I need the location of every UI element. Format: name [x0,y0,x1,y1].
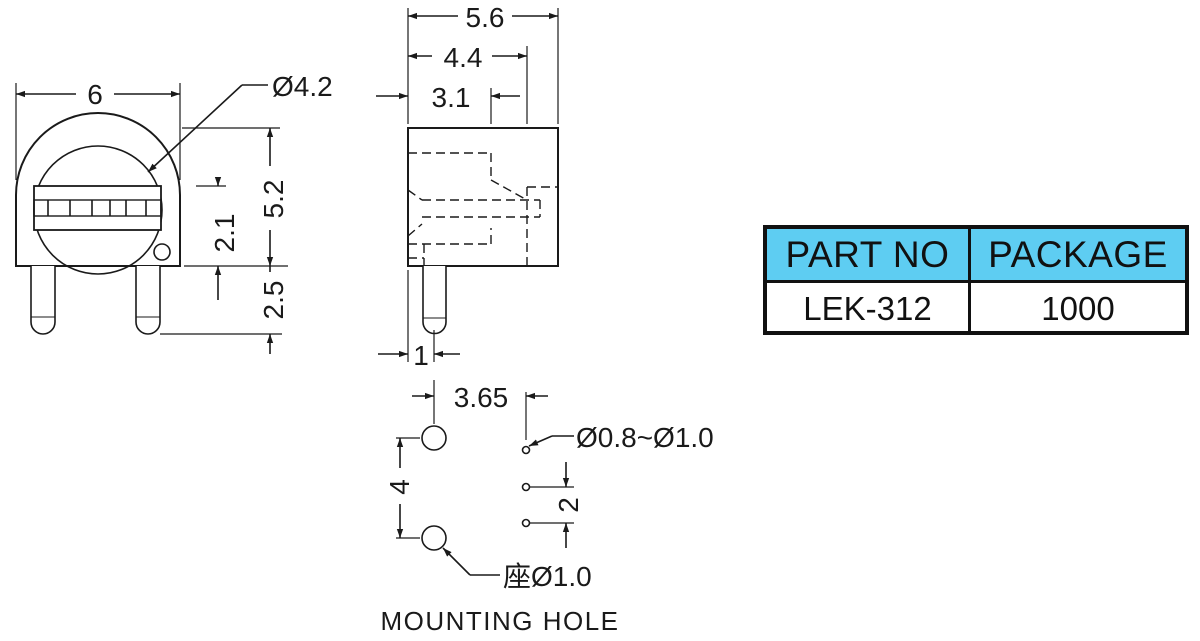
front-pin-right [135,266,161,335]
dim-side-front-depth: 3.1 [432,82,471,113]
front-pin-left [30,266,56,335]
table-row: LEK-312 1000 [767,283,1185,334]
dim-small-pitch: 2 [553,497,584,513]
small-hole-3 [521,518,531,528]
header-part-no: PART NO [767,229,971,280]
small-hole-1 [521,445,531,455]
cell-part-no: LEK-312 [767,283,971,334]
dim-front-width: 6 [87,79,103,110]
dim-front-diameter: Ø4.2 [272,71,333,102]
dim-small-hole: Ø0.8~Ø1.0 [576,422,714,453]
dim-side-total-depth: 5.6 [466,2,505,33]
small-hole-2 [521,482,531,492]
side-pin [422,266,447,335]
side-body-outline [407,127,559,267]
front-slider-bar [33,185,162,231]
dim-front-pin-length: 2.5 [258,281,289,320]
mount-hole-top [421,425,447,451]
front-small-circle [153,243,171,261]
header-package: PACKAGE [988,233,1168,275]
dim-front-body-height: 5.2 [258,180,289,219]
table-header-row: PART NO PACKAGE [767,229,1185,283]
dim-side-mid-depth: 4.4 [444,42,483,73]
dim-seat-hole: 座Ø1.0 [503,561,592,592]
side-view [376,8,559,362]
dim-mount-pitch-y: 4 [384,479,415,495]
mounting-hole-view [396,380,574,576]
mounting-hole-title: MOUNTING HOLE [380,606,619,636]
dim-front-inner-height: 2.1 [209,214,240,253]
front-view [15,83,288,354]
dim-side-pin-offset: 1 [413,340,429,371]
dim-mount-pitch-x: 3.65 [454,382,509,413]
mount-hole-bottom [421,525,447,551]
cell-package: 1000 [1041,289,1115,327]
part-info-table: PART NO PACKAGE LEK-312 1000 [763,225,1189,335]
front-body-outline [15,112,181,267]
